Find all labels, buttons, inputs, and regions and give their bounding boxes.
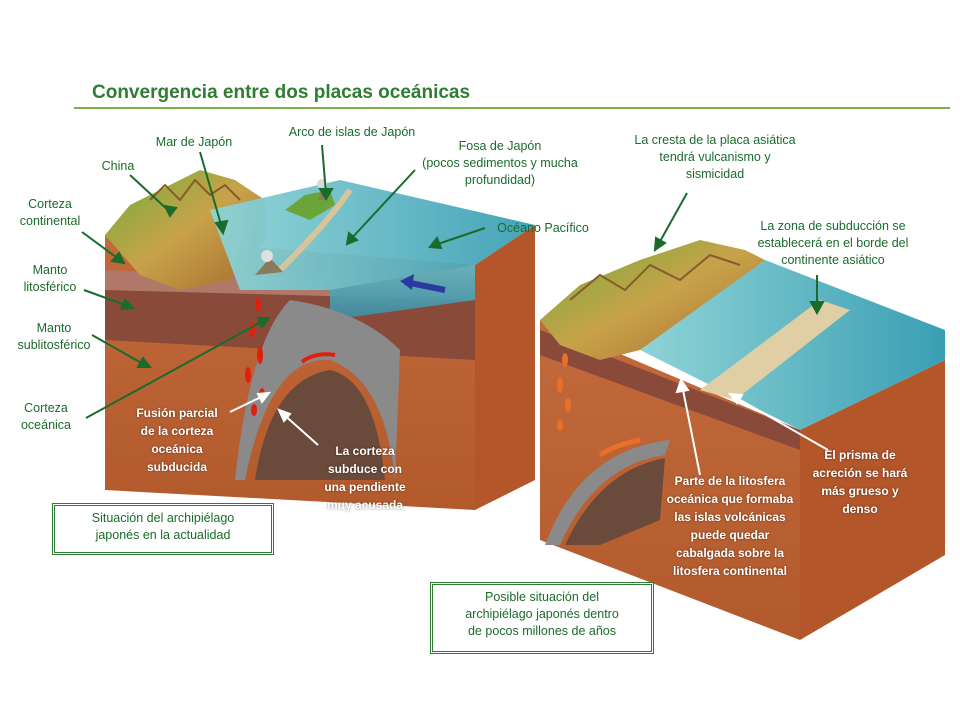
left-sea-depth: [330, 265, 475, 320]
label-fusion-parcial: Fusión parcial de la corteza oceánica su…: [136, 406, 218, 474]
right-subducting-slab: [545, 440, 670, 545]
subduction-arrow-left: [300, 352, 336, 364]
title-divider: [74, 107, 950, 109]
trench-japan: [277, 188, 353, 273]
caption-left: Situación del archipiélago japonés en la…: [52, 503, 274, 555]
label-cresta-placa: La cresta de la placa asiática tendrá vu…: [634, 133, 796, 181]
label-parte-litosfera: Parte de la litosfera oceánica que forma…: [666, 474, 794, 578]
asia-land-ridge: [540, 240, 765, 360]
slab-interior: [255, 370, 385, 480]
label-prisma-acrecion: El prisma de acreción se hará más grueso…: [812, 448, 908, 516]
label-china: China: [101, 159, 135, 173]
right-block: [540, 240, 945, 640]
label-manto-sublitosferico: Manto sublitosférico: [17, 321, 91, 352]
label-arco-islas: Arco de islas de Japón: [288, 125, 416, 139]
continent-land: [105, 170, 265, 290]
left-block-side: [475, 225, 535, 510]
right-magma-drops: [557, 353, 571, 431]
caption-right: Posible situación del archipiélago japon…: [430, 582, 654, 654]
white-pointers: [229, 377, 829, 476]
label-oceano-pacifico: Océano Pacífico: [497, 221, 589, 235]
label-zona-subduccion: La zona de subducción se establecerá en …: [757, 219, 909, 267]
label-manto-litosferico: Manto litosférico: [23, 263, 77, 294]
label-fosa-japon: Fosa de Japón (pocos sedimentos y mucha …: [422, 139, 578, 187]
label-pointers: [81, 144, 825, 419]
subducting-slab: [235, 300, 400, 480]
subduction-arrow-right: [598, 437, 641, 458]
label-corteza-oceanica: Corteza oceánica: [20, 401, 72, 432]
label-mar-japon: Mar de Japón: [155, 135, 233, 149]
label-corteza-continental: Corteza continental: [19, 197, 81, 228]
page-title: Convergencia entre dos placas oceánicas: [92, 82, 471, 103]
label-corteza-subduce: La corteza subduce con una pendiente muy…: [324, 444, 406, 512]
right-mantle-front: [540, 320, 800, 640]
right-block-side: [800, 360, 945, 640]
left-block: [105, 170, 535, 510]
accretion-prism: [700, 300, 850, 400]
